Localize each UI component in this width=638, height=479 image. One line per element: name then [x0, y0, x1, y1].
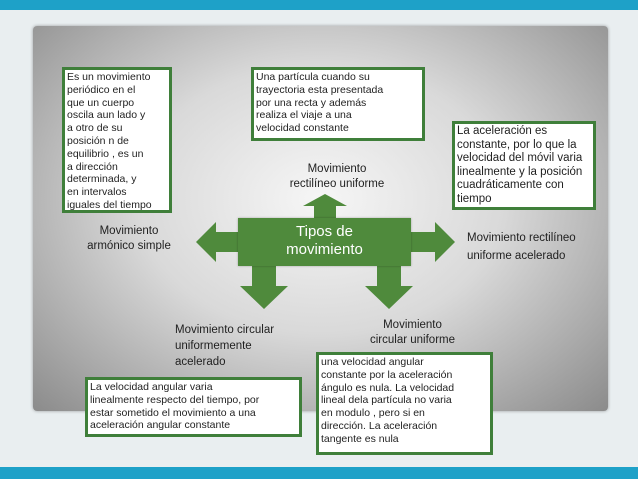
- box-circular-unif-definition: una velocidad angular constante por la a…: [316, 352, 493, 455]
- top-accent-bar: [0, 0, 638, 10]
- label-circular-unif: Movimiento circular uniforme: [370, 319, 455, 346]
- box-armonico-definition: Es un movimiento periódico en el que un …: [62, 67, 172, 213]
- arrow-left: [196, 222, 240, 262]
- label-acelerado: Movimiento rectilíneo uniforme acelerado: [467, 232, 576, 262]
- arrow-down-left: [240, 266, 288, 309]
- box-rectilineo-definition: Una partícula cuando su trayectoria esta…: [251, 67, 425, 141]
- box-acelerado-definition: La aceleración es constante, por lo que …: [452, 121, 596, 210]
- label-armonico: Movimiento armónico simple: [87, 225, 171, 252]
- center-node-tipos-de-movimiento: Tipos de movimiento: [238, 218, 411, 266]
- box-circular-acel-definition: La velocidad angular varia linealmente r…: [85, 377, 302, 437]
- bottom-accent-bar: [0, 467, 638, 479]
- arrow-right: [409, 222, 455, 262]
- label-rectilineo: Movimiento rectilíneo uniforme: [289, 163, 385, 190]
- arrow-up: [303, 194, 347, 220]
- label-circular-acel: Movimiento circular uniformemente aceler…: [175, 324, 275, 368]
- arrow-down-right: [365, 266, 413, 309]
